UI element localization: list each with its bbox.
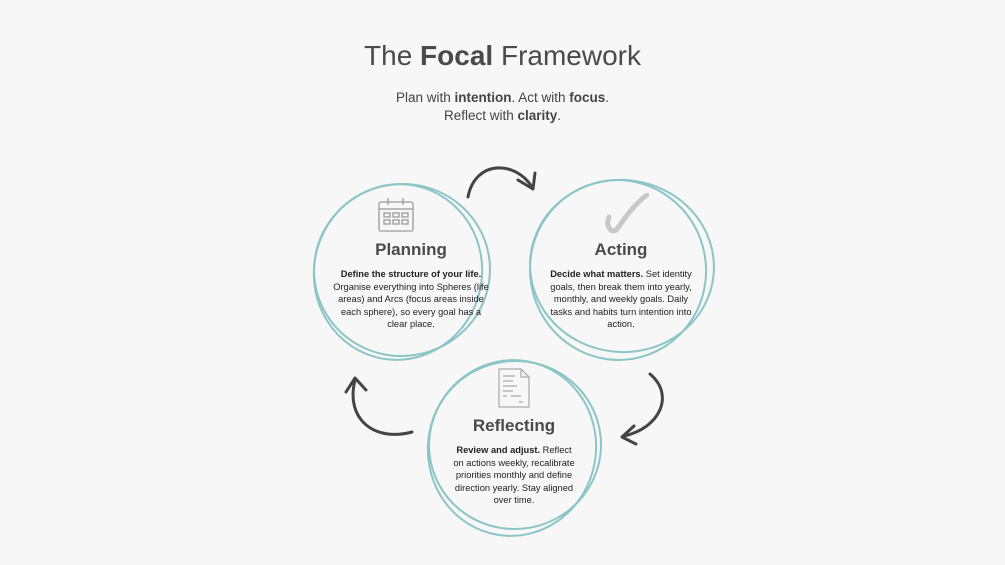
stage-acting: Acting Decide what matters. Set identity…: [550, 240, 692, 331]
planning-circle-stroke-2: [312, 183, 484, 361]
calendar-icon: [378, 198, 414, 232]
stage-title: Planning: [375, 240, 447, 259]
subtitle: Plan with intention. Act with focus. Ref…: [0, 89, 1005, 125]
document-icon: [498, 368, 530, 408]
page-title: The Focal Framework: [364, 40, 641, 71]
stage-title: Acting: [594, 240, 648, 259]
subtitle-line-2: Reflect with clarity.: [443, 108, 562, 123]
arrow-planning-to-acting: [466, 166, 537, 199]
stage-planning: Planning Define the structure of your li…: [330, 240, 492, 331]
sketch-circles: [312, 178, 715, 537]
arrow-acting-to-reflecting: [620, 372, 664, 446]
subtitle-line-1: Plan with intention. Act with focus.: [395, 90, 610, 105]
stage-reflecting: Reflecting Review and adjust. Reflect on…: [450, 416, 578, 507]
acting-circle-stroke-2: [528, 179, 708, 361]
stage-description: Review and adjust. Reflect on actions we…: [453, 445, 575, 506]
checkmark-icon: [605, 193, 649, 234]
stage-description: Define the structure of your life. Organ…: [333, 269, 489, 330]
stage-description: Decide what matters. Set identity goals,…: [550, 269, 692, 330]
stage-title: Reflecting: [472, 416, 556, 435]
reflecting-circle: [428, 359, 602, 531]
arrow-reflecting-to-planning: [344, 376, 414, 436]
reflecting-circle-stroke-2: [426, 359, 598, 537]
